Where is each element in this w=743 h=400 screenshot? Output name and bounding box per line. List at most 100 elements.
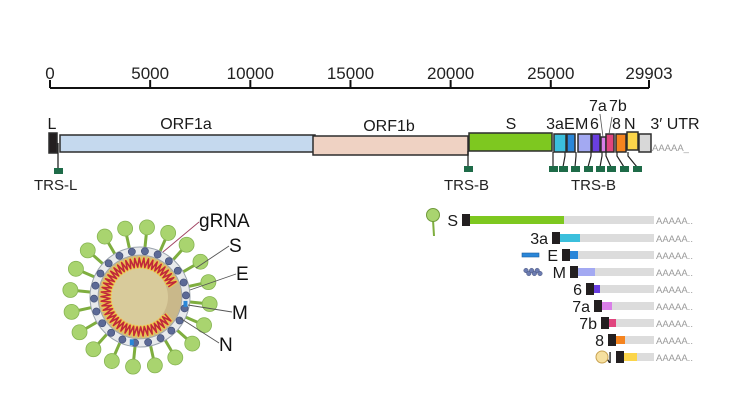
membrane-protein-icon: [153, 250, 162, 259]
genome-segment-3a: [553, 133, 567, 153]
trs-b-label: TRS-B: [571, 177, 616, 194]
spike-stalk: [157, 237, 168, 254]
virion-illustration: [62, 219, 237, 375]
sgrna-label: S: [447, 213, 458, 230]
spike-protein-icon: [167, 349, 184, 366]
sgrna-row-N: NAAAAA..: [600, 350, 693, 367]
grna-strand-icon: [100, 257, 177, 337]
spike-stalk: [432, 219, 435, 237]
sgrna-poly-a: AAAAA..: [656, 268, 693, 279]
sgrna-poly-a: AAAAA..: [656, 216, 693, 227]
trs-b-marker: [549, 166, 558, 172]
sgrna-label: 8: [595, 333, 604, 350]
virion-label-n: N: [219, 335, 233, 356]
sgrna-label: 7a: [572, 299, 590, 316]
axis-tick-label: 15000: [327, 64, 374, 83]
sgrna-poly-a: AAAAA..: [656, 285, 693, 296]
virion-label-leader: [195, 245, 230, 269]
genome-label-7b: 7b: [609, 98, 627, 115]
sgrna-leader: [586, 283, 594, 295]
sgrna-body: [570, 251, 654, 259]
trs-b-marker: [607, 166, 616, 172]
genome-label-M: M: [575, 116, 588, 133]
sgrna-body: [578, 268, 654, 276]
sgrna-poly-a: AAAAA..: [656, 251, 693, 262]
genome-segment-orf1a: [59, 134, 316, 153]
membrane-protein-icon: [90, 294, 98, 303]
spike-stalk: [143, 233, 148, 250]
membrane-protein-icon: [175, 316, 184, 325]
envelope-protein-icon: [521, 252, 540, 258]
virion-label-e: E: [236, 264, 249, 285]
sgrna-label: 7b: [579, 316, 597, 333]
sgrna-body: [609, 319, 654, 327]
axis-tick-label: 25000: [527, 64, 574, 83]
sgrna-row-8: 8 AAAAA..: [595, 333, 693, 350]
trs-b-marker: [596, 166, 605, 172]
spike-protein-icon: [139, 219, 155, 236]
spike-stalk: [162, 337, 174, 354]
spike-protein-icon: [192, 253, 209, 270]
spike-protein-icon: [178, 236, 195, 253]
label-pointer-7b: [608, 116, 613, 135]
sgrna-orf: [602, 302, 612, 310]
spike-stalk: [180, 263, 197, 275]
genome-segment-N: [626, 131, 639, 151]
membrane-protein-icon: [118, 335, 127, 344]
membrane-protein-icon: [164, 257, 173, 266]
envelope-protein-icon: [183, 300, 188, 307]
sgrna-label: M: [553, 265, 566, 282]
spike-stalk: [174, 327, 189, 341]
genome-segment-8: [615, 133, 627, 153]
sgrna-body: [594, 285, 654, 293]
envelope-protein-icon: [129, 339, 134, 346]
genome-label-S: S: [506, 116, 517, 133]
spike-protein-icon: [117, 220, 134, 237]
trs-b-stem: [605, 152, 612, 168]
sgrna-body: [602, 302, 654, 310]
sgrna-row-S: S AAAAA..: [447, 213, 693, 230]
genome-segment-7b: [605, 133, 615, 153]
genome-segment-L: [48, 132, 58, 154]
sgrna-poly-a: AAAAA..: [656, 353, 693, 364]
sgrna-row-M: M AAAAA..: [553, 265, 693, 282]
genome-label-7a: 7a: [589, 98, 607, 115]
membrane-protein-icon: [537, 271, 543, 277]
spike-stalk: [124, 234, 132, 251]
spike-protein-icon: [196, 317, 212, 334]
virion-label-leader: [179, 317, 220, 344]
poly-a-tail: AAAAA_: [652, 143, 690, 154]
spike-stalk: [106, 240, 118, 257]
spike-protein-icon: [96, 228, 113, 245]
trs-l-marker: [54, 168, 63, 174]
genome-segment-M: [577, 133, 592, 153]
membrane-protein-icon: [104, 259, 113, 268]
trs-b-stem: [616, 152, 625, 168]
sgrna-leader: [608, 334, 616, 346]
sgrna-orf: [624, 353, 637, 361]
trs-b-marker: [584, 166, 593, 172]
spike-stalk: [132, 344, 137, 361]
trs-b-label: TRS-B: [444, 177, 489, 194]
trs-b-stem: [599, 152, 603, 168]
sgrna-orf: [594, 285, 600, 293]
spike-stalk: [96, 331, 110, 346]
genome-label-utr3: 3′ UTR: [650, 116, 699, 133]
virion-label-s: S: [229, 236, 242, 257]
spike-stalk: [91, 253, 106, 267]
virion-label-m: M: [232, 303, 248, 324]
sgrna-orf: [470, 216, 564, 224]
genome-segment-E: [566, 133, 576, 153]
sgrna-orf: [570, 251, 578, 259]
sgrna-poly-a: AAAAA..: [656, 336, 693, 347]
sgrna-leader: [462, 214, 470, 226]
axis-tick-label: 0: [45, 64, 54, 83]
trs-b-stem: [587, 152, 592, 168]
sgrna-leader: [601, 317, 609, 329]
spike-protein-icon: [103, 353, 120, 369]
nucleocapsid-icon: [595, 350, 609, 364]
